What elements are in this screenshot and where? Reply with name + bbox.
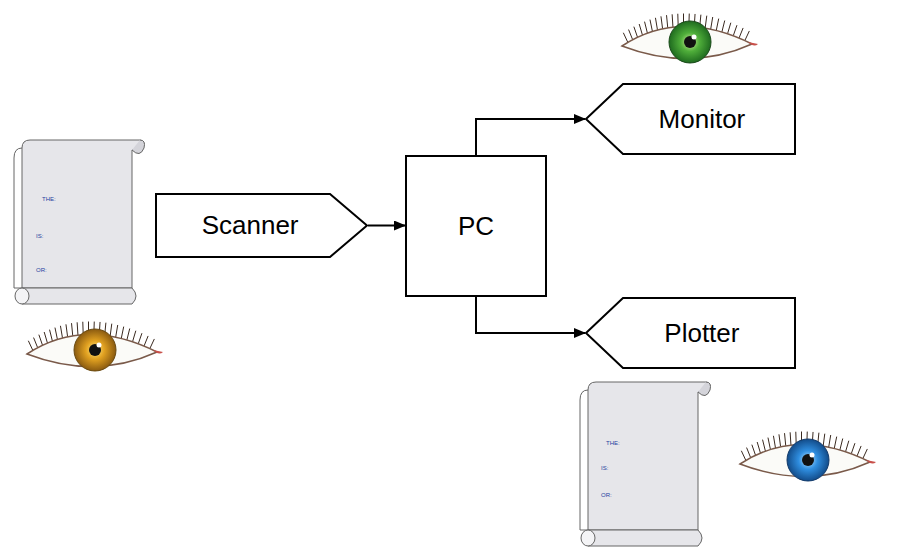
- connector-arrow: [476, 297, 585, 333]
- pc-box: PC: [405, 155, 547, 297]
- paper-text: IS:: [601, 465, 608, 471]
- paper-scroll: [580, 382, 711, 546]
- connector-arrow: [476, 119, 585, 155]
- node-label: PC: [458, 211, 494, 242]
- plotter-box: Plotter: [585, 297, 796, 369]
- eye-amber: [27, 322, 163, 372]
- node-label: Scanner: [202, 210, 299, 241]
- eye-green: [622, 14, 758, 64]
- paper-text: OR:: [36, 267, 47, 273]
- node-label: Monitor: [659, 104, 746, 135]
- paper-text: THE:: [42, 196, 56, 202]
- paper-scroll: [14, 140, 145, 304]
- node-label: Plotter: [664, 318, 739, 349]
- paper-text: OR:: [601, 492, 612, 498]
- scanner-box: Scanner: [155, 193, 368, 258]
- paper-text: THE:: [606, 440, 620, 446]
- eye-blue: [740, 432, 876, 482]
- monitor-box: Monitor: [585, 83, 796, 155]
- paper-text: IS:: [36, 233, 43, 239]
- connector-arrow: [368, 225, 405, 227]
